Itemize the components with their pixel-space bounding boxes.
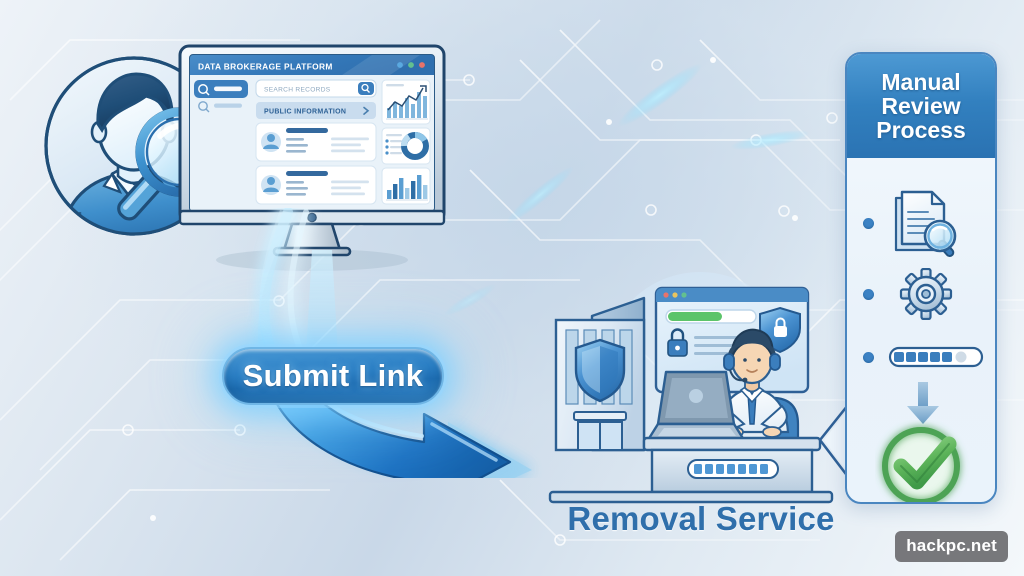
record-card [255,122,377,162]
manual-review-steps [847,158,995,502]
desk-progress-bar [687,459,779,479]
step-progress [863,344,984,370]
dot-green [681,292,687,298]
office-building-icon [554,296,646,452]
dot-green [408,62,414,68]
dot-red [663,292,669,298]
progress-fill [668,312,722,321]
step-bullet [863,288,874,300]
search-icon [358,82,374,95]
step-bullet [863,217,874,229]
dot-red [419,62,425,68]
bar-chart-card [381,167,431,205]
section-header [256,102,376,119]
chevron-right-icon [363,106,370,115]
progress-bar-icon [888,346,984,368]
desk-computer-icon [646,370,746,442]
submit-link-button[interactable]: Submit Link [222,347,444,405]
padlock-icon [667,328,688,357]
gear-icon [899,268,953,320]
site-watermark: hackpc.net [895,531,1008,562]
step-document-review [863,186,964,260]
dot-yellow [672,292,678,298]
document-magnifier-icon [894,190,957,258]
step-processing [863,268,964,320]
removal-service-label: Removal Service [567,500,835,537]
manual-review-panel: Manual Review Process [845,52,997,504]
flow-arrow [257,208,532,478]
submit-link-label: Submit Link [242,358,424,393]
camera-dot [307,212,317,223]
search-placeholder: SEARCH RECORDS [264,87,331,94]
record-card [255,165,377,205]
removal-service-scene [548,272,834,504]
shield-icon [574,338,626,403]
header-line-3: Process [876,116,966,143]
green-check-circle-icon [882,427,960,502]
dot-blue [397,62,403,68]
reception-desk-icon [642,436,822,494]
header-line-1: Manual [881,69,961,96]
arrow-down-icon [907,382,939,424]
app-title: DATA BROKERAGE PLATFORM [198,62,333,72]
manual-review-header: Manual Review Process [847,54,995,158]
donut-chart-card [381,127,431,165]
person-profile-badge [44,56,225,236]
line-bar-chart-card [381,79,431,125]
header-line-2: Review [881,93,961,120]
step-bullet [863,351,874,363]
agent-browser-window [654,286,810,394]
svg-text:PUBLIC INFORMATION: PUBLIC INFORMATION [264,109,346,116]
